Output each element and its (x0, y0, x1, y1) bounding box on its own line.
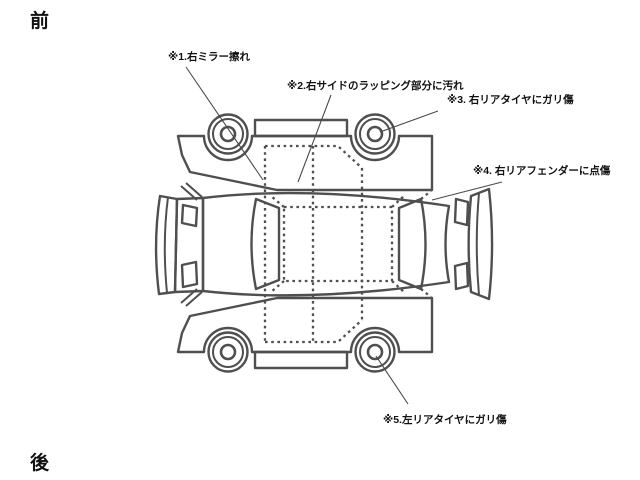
wheel-right-rear-hub (366, 125, 384, 143)
annotation-2-label: ※2.右サイドのラッピング部分に汚れ (287, 79, 464, 92)
left-door-line-rear (338, 319, 363, 342)
rear-bumper-inner-line (475, 192, 480, 296)
annotation-leaders (185, 66, 503, 405)
front-fold-mark-lower (180, 288, 203, 307)
annotation-1-leader (185, 66, 264, 181)
left-side-view (176, 296, 434, 373)
wheel-right-front-hub (219, 125, 237, 143)
windshield (250, 197, 281, 291)
wheel-left-front-hub (219, 343, 237, 361)
left-side-body-outline (176, 296, 434, 354)
annotation-1-label: ※1.右ミラー擦れ (168, 50, 250, 63)
headlight-left (180, 260, 199, 289)
wheel-left-front-rim (212, 336, 244, 368)
taillight-left (453, 261, 470, 291)
front-view (154, 182, 205, 307)
right-side-body-outline (176, 134, 434, 192)
top-view (201, 146, 451, 342)
front-orientation-label: 前 (30, 9, 49, 32)
front-panel (173, 196, 205, 294)
rear-window (397, 197, 427, 291)
taillight-right (453, 197, 470, 227)
annotation-3-leader (379, 110, 439, 133)
front-fold-mark-upper (180, 182, 203, 201)
wheel-left-rear-hub (366, 343, 384, 361)
annotation-5-leader (375, 355, 409, 405)
wheel-right-rear-rim (359, 118, 391, 150)
wheel-left-rear-rim (359, 336, 391, 368)
right-door-line-rear (338, 146, 363, 169)
rear-bumper (467, 187, 494, 301)
wheel-right-front-rim (212, 118, 244, 150)
annotation-3-label: ※3. 右リアタイヤにガリ傷 (447, 93, 574, 106)
roof-outline (282, 205, 394, 283)
top-view-body-outline (201, 191, 451, 297)
rear-view (453, 187, 494, 301)
roof-corner-lines (270, 190, 432, 298)
front-bumper-inner-line (163, 196, 169, 294)
annotation-4-label: ※4. 右リアフェンダーに点傷 (473, 164, 611, 177)
annotation-4-leader (431, 181, 503, 201)
headlight-right (180, 203, 199, 228)
left-side-sill (253, 350, 349, 370)
right-side-sill (253, 118, 349, 138)
annotation-2-leader (297, 94, 332, 183)
rear-orientation-label: 後 (30, 451, 50, 474)
annotation-5-label: ※5.左リアタイヤにガリ傷 (383, 413, 507, 426)
right-side-view (176, 113, 434, 192)
